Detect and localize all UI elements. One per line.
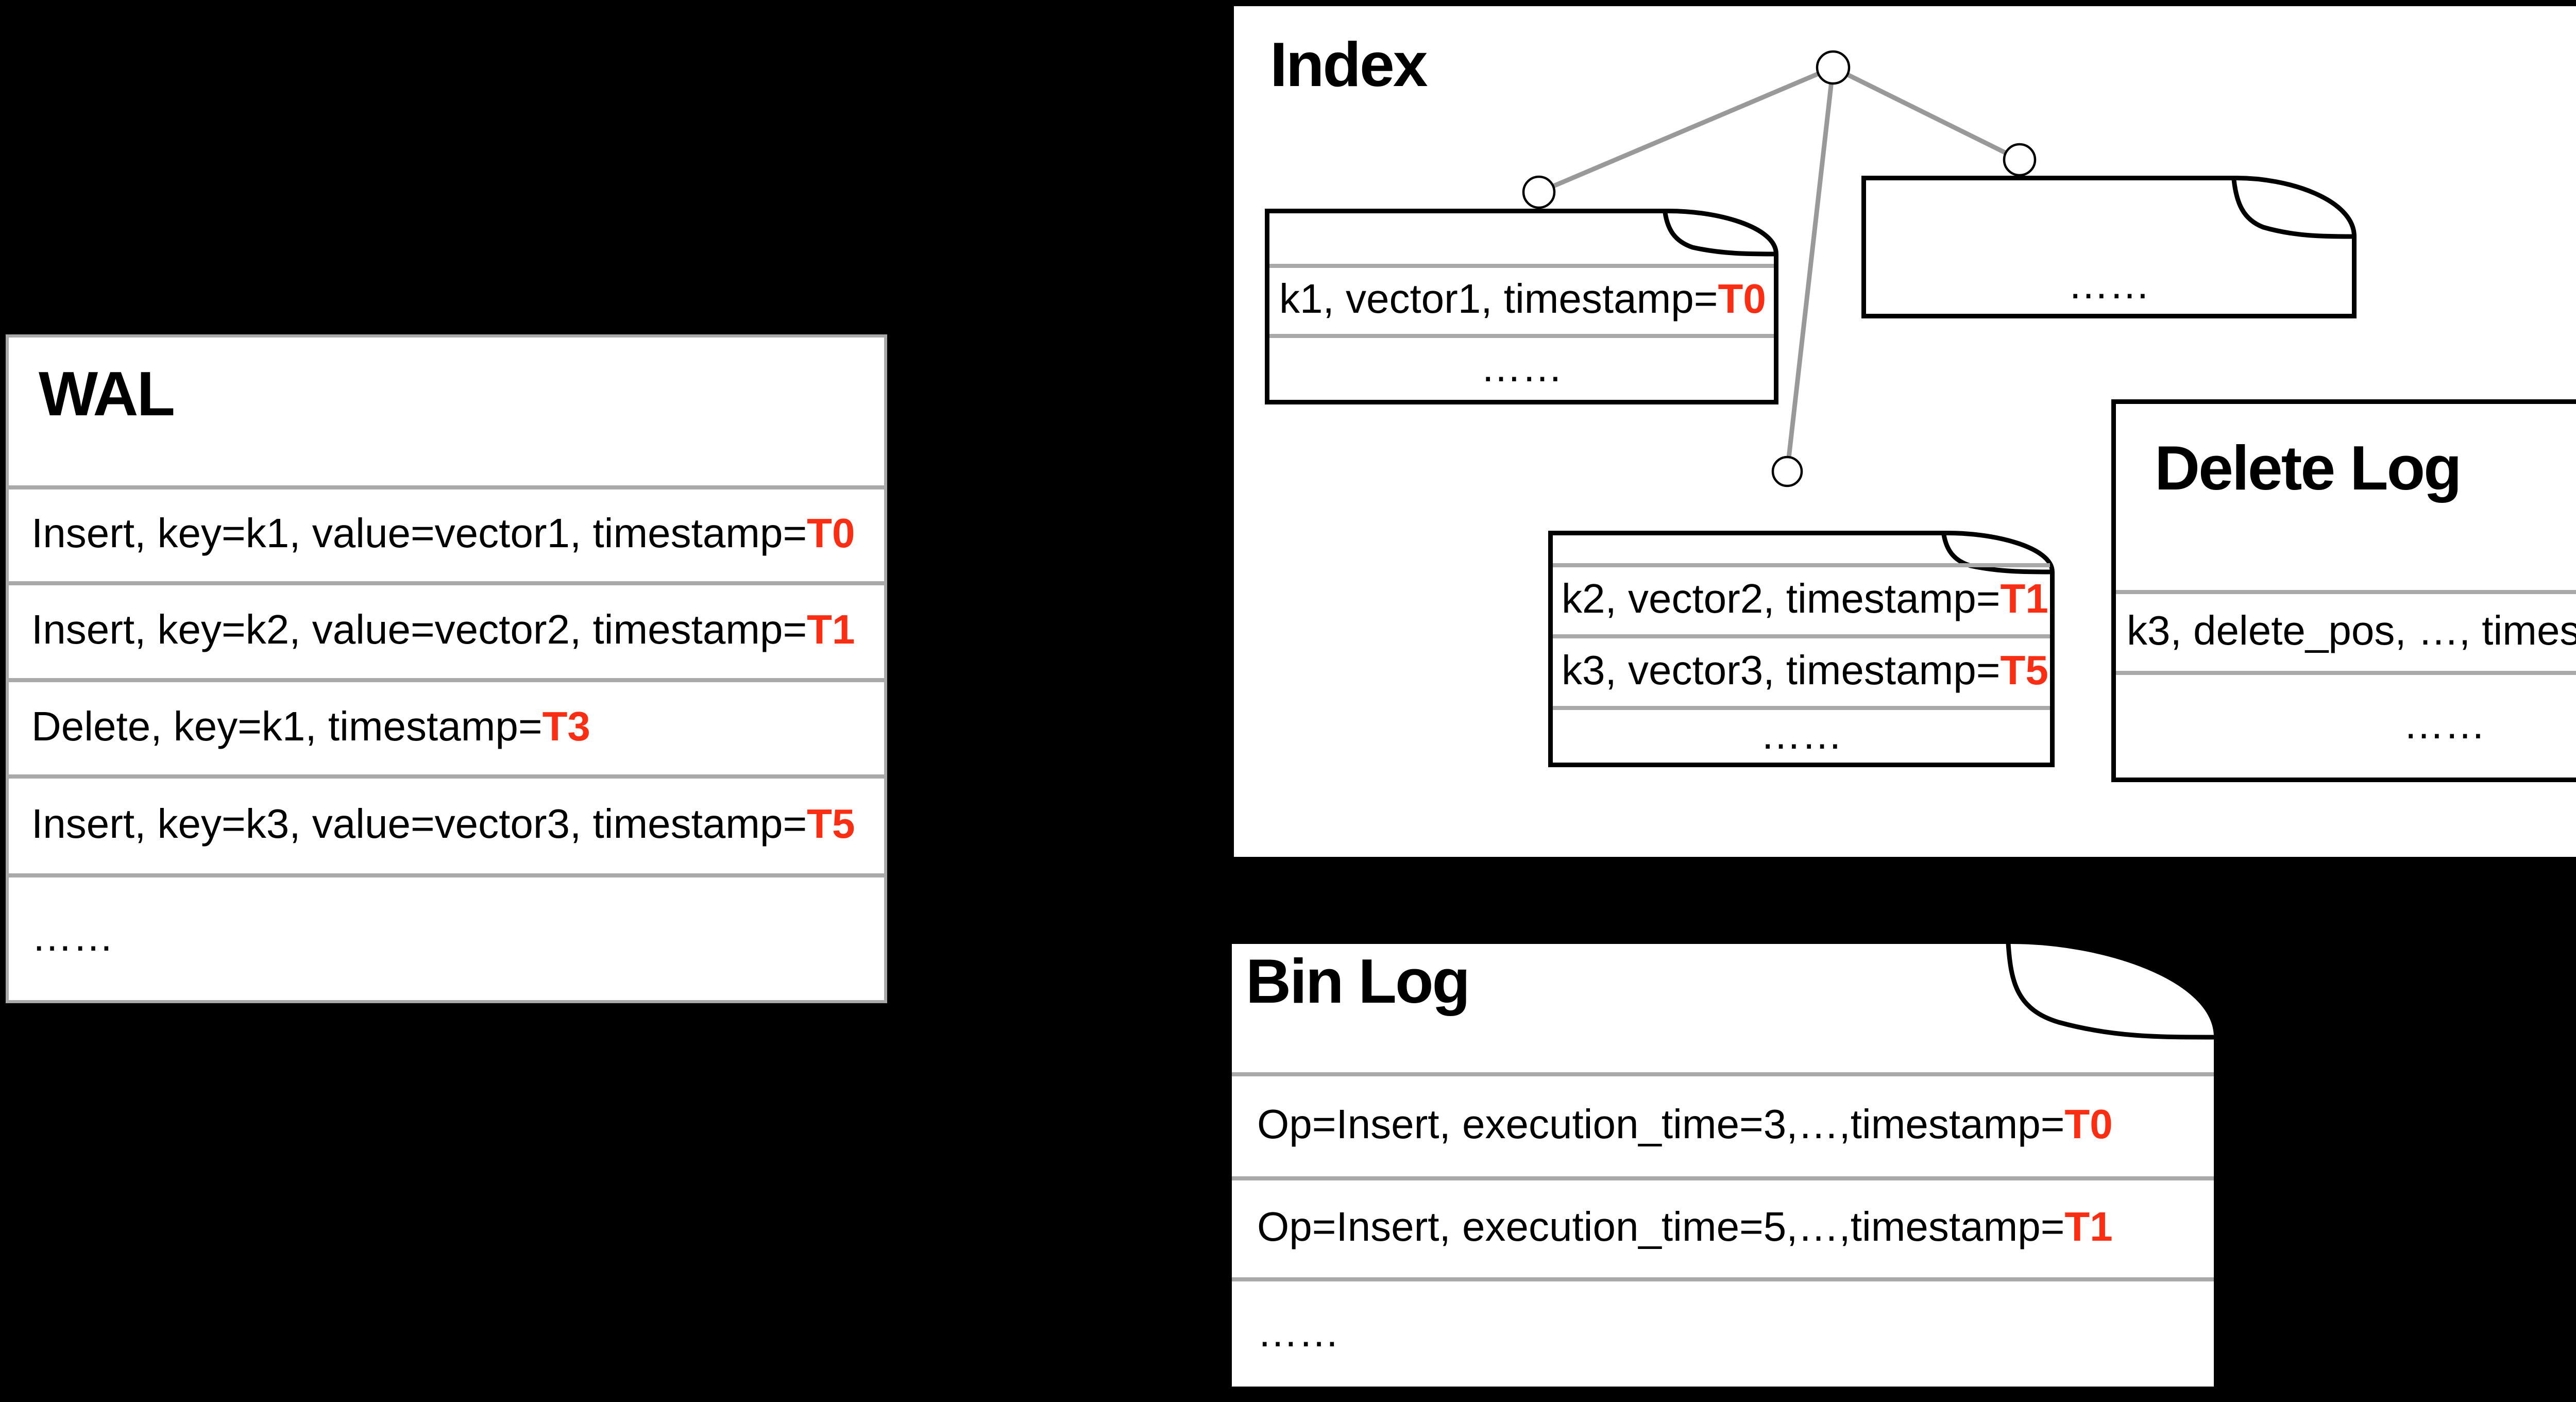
tree-node [1771, 455, 1803, 487]
delete-log-ellipsis-row: …… [2111, 671, 2576, 778]
index-title: Index [1270, 29, 1428, 99]
timestamp-value: T0 [2064, 1101, 2113, 1147]
divider [1553, 706, 2050, 710]
segment-ellipsis-row: …… [1265, 334, 1778, 401]
ellipsis-text: …… [31, 914, 114, 959]
wal-row-text: Insert, key=k3, value=vector3, timestamp… [31, 801, 807, 847]
timestamp-value: T3 [542, 703, 590, 749]
bin-log-title: Bin Log [1246, 946, 1470, 1016]
wal-row: Delete, key=k1, timestamp=T3 [31, 678, 590, 774]
folded-corner-icon [2006, 941, 2216, 1040]
tree-edge [1832, 65, 2021, 162]
timestamp-value: T1 [2000, 576, 2048, 621]
wal-row-text: Insert, key=k2, value=vector2, timestamp… [31, 606, 807, 652]
segment-ellipsis-row: …… [1548, 706, 2055, 764]
divider [1269, 334, 1774, 338]
ellipsis-text: …… [1760, 712, 1843, 757]
tree-node [1522, 175, 1556, 209]
divider [1553, 563, 2050, 567]
divider [9, 873, 884, 877]
ellipsis-text: …… [1257, 1309, 1340, 1355]
tree-edge [1785, 67, 1836, 472]
divider [9, 485, 884, 489]
divider [1232, 1176, 2214, 1180]
segment-row-text: k2, vector2, timestamp= [1562, 576, 2001, 621]
divider [1232, 1072, 2214, 1076]
timestamp-value: T5 [807, 801, 855, 847]
ellipsis-text: …… [1480, 344, 1563, 390]
divider [9, 581, 884, 585]
bin-log-ellipsis-row: …… [1257, 1277, 1340, 1387]
delete-log-row-text: k3, delete_pos, …, timestamp= [2127, 607, 2576, 653]
delete-log-doc: Delete Log k3, delete_pos, …, timestamp=… [2111, 399, 2576, 782]
wal-row-text: Insert, key=k1, value=vector1, timestamp… [31, 510, 807, 556]
bin-log-doc: Bin Log Op=Insert, execution_time=3,…,ti… [1227, 939, 2218, 1391]
divider [1269, 264, 1774, 268]
segment-row-text: k3, vector3, timestamp= [1562, 647, 2001, 693]
index-segment-doc-3: k2, vector2, timestamp=T1 k3, vector3, t… [1548, 530, 2055, 767]
segment-row: k1, vector1, timestamp=T0 [1279, 264, 1766, 334]
divider [1553, 634, 2050, 638]
segment-row-text: k1, vector1, timestamp= [1279, 276, 1718, 322]
tree-edge [1538, 65, 1834, 195]
timestamp-value: T0 [1718, 276, 1766, 322]
delete-log-title: Delete Log [2155, 433, 2462, 503]
folded-corner-icon [2231, 177, 2354, 239]
tree-root-node [1816, 50, 1851, 85]
timestamp-value: T0 [807, 510, 855, 556]
bin-log-row-text: Op=Insert, execution_time=5,…,timestamp= [1257, 1204, 2065, 1249]
divider [2116, 671, 2576, 675]
wal-title: WAL [39, 359, 175, 429]
bin-log-row: Op=Insert, execution_time=3,…,timestamp=… [1257, 1072, 2113, 1176]
page-outline [1227, 939, 2218, 1391]
bin-log-row: Op=Insert, execution_time=5,…,timestamp=… [1257, 1176, 2113, 1277]
divider [1232, 1277, 2214, 1281]
timestamp-value: T1 [807, 606, 855, 652]
index-segment-doc-1: k1, vector1, timestamp=T0 …… [1265, 208, 1778, 404]
segment-ellipsis-row: …… [1861, 258, 2357, 311]
segment-row: k2, vector2, timestamp=T1 [1562, 563, 2048, 634]
timestamp-value: T5 [2000, 647, 2048, 693]
divider [9, 678, 884, 682]
index-segment-doc-2: …… [1861, 175, 2357, 318]
ellipsis-text: …… [2403, 701, 2486, 747]
delete-log-row: k3, delete_pos, …, timestamp=T3 [2127, 590, 2576, 671]
divider [2116, 590, 2576, 594]
wal-panel: WAL Insert, key=k1, value=vector1, times… [6, 334, 887, 1003]
bin-log-row-text: Op=Insert, execution_time=3,…,timestamp= [1257, 1101, 2065, 1147]
ellipsis-text: …… [2067, 261, 2150, 307]
page-outline [1861, 175, 2357, 318]
divider [9, 774, 884, 779]
timestamp-value: T1 [2064, 1204, 2113, 1249]
page-outline [1265, 208, 1778, 404]
tree-node [2003, 143, 2037, 177]
wal-row: Insert, key=k1, value=vector1, timestamp… [31, 485, 855, 581]
segment-row: k3, vector3, timestamp=T5 [1562, 634, 2048, 706]
wal-row-text: Delete, key=k1, timestamp= [31, 703, 543, 749]
wal-ellipsis-row: …… [31, 873, 114, 1000]
folded-corner-icon [1663, 210, 1776, 257]
wal-row: Insert, key=k3, value=vector3, timestamp… [31, 774, 855, 873]
wal-row: Insert, key=k2, value=vector2, timestamp… [31, 581, 855, 678]
